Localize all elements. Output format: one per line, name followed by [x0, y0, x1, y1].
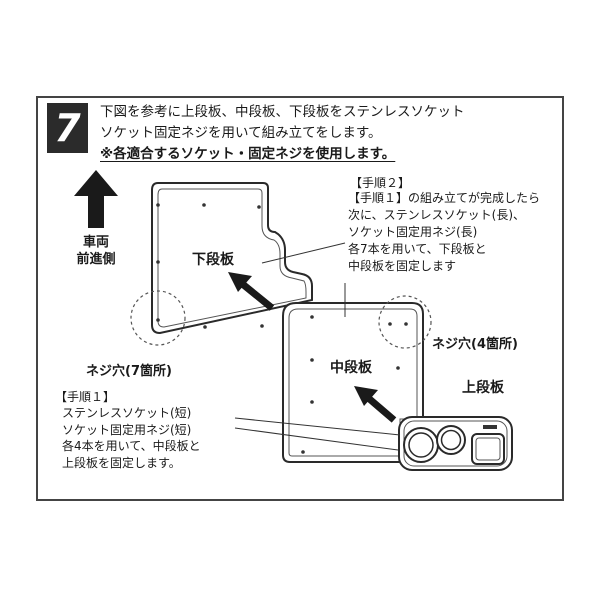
procedure-2-line: ソケット固定用ネジ(長) [348, 225, 478, 239]
step-number-badge: 7 [47, 103, 88, 153]
middle-board-screw-holes [301, 315, 408, 454]
upper-board-label: 上段板 [462, 380, 504, 396]
vehicle-forward-label-line-1: 車両 [82, 235, 109, 250]
screw-hole-highlight-4 [378, 295, 432, 349]
procedure-1-line: ソケット固定用ネジ(短) [62, 422, 192, 437]
procedure-2-body: 【手順１】の組み立てが完成したら 次に、ステンレスソケット(長)、 ソケット固定… [348, 190, 540, 275]
procedure-1-body: ステンレスソケット(短) ソケット固定用ネジ(短) 各4本を用いて、中段板と 上… [62, 405, 201, 471]
lower-board [151, 182, 313, 335]
procedure-1-line: ステンレスソケット(短) [62, 406, 192, 420]
screw-hole-highlight-7 [130, 290, 186, 346]
forward-direction-arrow-icon [74, 170, 118, 228]
cup-holder-left-icon [403, 427, 439, 463]
leader-lines [234, 242, 401, 451]
procedure-2-line: 各7本を用いて、下段板と [348, 242, 487, 256]
instruction-note: ※各適合するソケット・固定ネジを使用します。 [100, 146, 396, 162]
vehicle-forward-label-line-2: 前進側 [76, 252, 116, 267]
upper-board [398, 416, 513, 471]
instruction-line-2: ソケット固定ネジを用いて組み立てをします。 [100, 125, 382, 141]
procedure-1-line: 各4本を用いて、中段板と [62, 439, 201, 453]
lower-board-screw-holes [156, 203, 264, 329]
cup-holder-right-icon [436, 425, 466, 455]
screw-holes-4-label: ネジ穴(4箇所) [432, 337, 518, 352]
instruction-line-1: 下図を参考に上段板、中段板、下段板をステンレスソケット [100, 104, 465, 120]
tray-compartment-icon [471, 433, 505, 465]
lower-board-label: 下段板 [192, 252, 234, 268]
screw-holes-7-label: ネジ穴(7箇所) [86, 364, 172, 379]
procedure-2-line: 次に、ステンレスソケット(長)、 [348, 208, 526, 222]
procedure-2-title: 【手順２】 [350, 176, 411, 190]
assembly-arrow-lower [228, 272, 275, 311]
procedure-1-line: 上段板を固定します。 [62, 455, 181, 470]
assembly-arrow-middle [354, 386, 397, 423]
procedure-1-title: 【手順１】 [55, 390, 116, 404]
middle-board-label: 中段板 [330, 360, 372, 376]
vehicle-forward-label: 車両 前進側 [68, 234, 124, 268]
upper-board-slot [483, 425, 497, 429]
procedure-2-line: 【手順１】の組み立てが完成したら [348, 191, 541, 205]
procedure-2-line: 中段板を固定します [348, 259, 457, 273]
